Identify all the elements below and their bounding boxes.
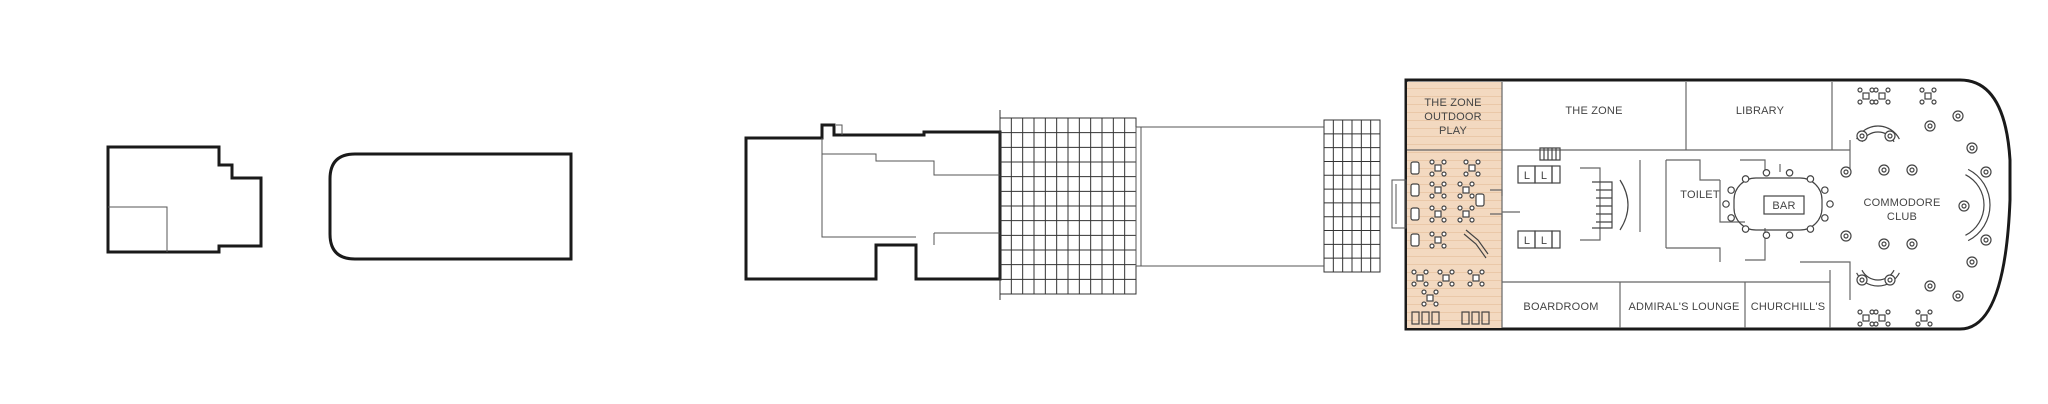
chair-icon — [1410, 161, 1420, 175]
zone-outdoor-label-3: PLAY — [1439, 125, 1468, 137]
zone-outdoor-area[interactable] — [1407, 82, 1502, 328]
bar-stool-icon — [1826, 200, 1834, 208]
club-chair-icon — [1924, 280, 1936, 292]
club-chair-icon — [1966, 142, 1978, 154]
bar-stool-icon — [1821, 214, 1829, 222]
admirals-lounge-label[interactable]: ADMIRAL'S LOUNGE — [1628, 301, 1739, 313]
club-chair-icon — [1856, 274, 1868, 286]
bar-stool-icon — [1785, 231, 1794, 239]
bar[interactable] — [1722, 169, 1834, 239]
table-icon — [1429, 181, 1447, 199]
club-chair-icon — [1884, 130, 1896, 142]
club-chair-icon — [1878, 164, 1890, 176]
table-icon — [1463, 159, 1481, 177]
bar-stool-icon — [1722, 200, 1730, 208]
table-icon — [1857, 309, 1875, 327]
commodore-club-label-1[interactable]: COMMODORE — [1864, 197, 1941, 209]
zone-outdoor-label-1: THE ZONE — [1424, 97, 1481, 109]
bar-stool-icon — [1821, 186, 1829, 194]
bar-stool-icon — [1762, 169, 1771, 177]
lift-bank-upper: L L — [1517, 165, 1561, 184]
aft-structure — [106, 145, 263, 254]
boardroom-label[interactable]: BOARDROOM — [1523, 301, 1598, 313]
table-icon — [1437, 269, 1455, 287]
table-icon — [1429, 205, 1447, 223]
chair-icon — [1410, 183, 1420, 197]
table-icon — [1429, 231, 1447, 249]
club-chair-icon — [1884, 274, 1896, 286]
stairs-icon — [1539, 147, 1629, 231]
table-icon — [1457, 181, 1475, 199]
club-chair-icon — [1980, 166, 1992, 178]
the-zone-label[interactable]: THE ZONE — [1565, 105, 1622, 117]
deck-chair-icons — [1411, 229, 1490, 325]
lift-label: L — [1524, 170, 1530, 182]
churchills-label[interactable]: CHURCHILL'S — [1751, 301, 1826, 313]
mid-superstructure — [744, 123, 1002, 281]
club-chair-icon — [1878, 238, 1890, 250]
bar-stool-icon — [1741, 175, 1750, 183]
club-chair-icon — [1856, 130, 1868, 142]
table-icon — [1457, 205, 1475, 223]
club-chair-icon — [1980, 234, 1992, 246]
club-chair-icon — [1952, 110, 1964, 122]
club-chair-icon — [1840, 230, 1852, 242]
sofa-icon — [1967, 168, 1991, 242]
zone-outdoor-label-2: OUTDOOR — [1424, 111, 1482, 123]
toilet-label[interactable]: TOILET — [1680, 189, 1720, 201]
table-icon — [1873, 309, 1891, 327]
table-icon — [1915, 309, 1933, 327]
table-icon — [1467, 269, 1485, 287]
table-icon — [1421, 289, 1439, 307]
grid-section-aft — [999, 110, 1137, 300]
table-icon — [1857, 87, 1875, 105]
club-chair-icon — [1906, 238, 1918, 250]
aft-deck-block — [328, 152, 573, 261]
bar-stool-icon — [1762, 231, 1771, 239]
lift-label: L — [1541, 235, 1547, 247]
mid-connector — [1135, 126, 1324, 267]
bar-stool-icon — [1806, 175, 1815, 183]
commodore-club-seating — [1840, 87, 1992, 327]
chair-icon — [1410, 233, 1420, 247]
commodore-club-label-2[interactable]: CLUB — [1887, 211, 1917, 223]
club-chair-icon — [1952, 290, 1964, 302]
grid-section-fwd — [1323, 119, 1381, 273]
table-icon — [1873, 87, 1891, 105]
club-chair-icon — [1924, 120, 1936, 132]
club-chair-icon — [1906, 164, 1918, 176]
bar-stool-icon — [1727, 186, 1735, 194]
bar-label[interactable]: BAR — [1772, 200, 1795, 212]
bar-stool-icon — [1741, 225, 1750, 233]
library-label[interactable]: LIBRARY — [1736, 105, 1785, 117]
outdoor-tables — [1410, 159, 1485, 307]
club-chair-icon — [1958, 200, 1970, 212]
lift-bank-lower: L L — [1517, 230, 1561, 249]
club-chair-icon — [1840, 166, 1852, 178]
chair-icon — [1475, 193, 1485, 207]
table-icon — [1411, 269, 1429, 287]
bar-stool-icon — [1727, 214, 1735, 222]
lift-label: L — [1524, 235, 1530, 247]
forward-deck: L L L L — [1391, 78, 2012, 331]
bar-stool-icon — [1785, 169, 1794, 177]
table-icon — [1919, 87, 1937, 105]
lift-label: L — [1541, 170, 1547, 182]
chair-icon — [1410, 207, 1420, 221]
table-icon — [1429, 159, 1447, 177]
club-chair-icon — [1966, 256, 1978, 268]
bar-stool-icon — [1806, 225, 1815, 233]
